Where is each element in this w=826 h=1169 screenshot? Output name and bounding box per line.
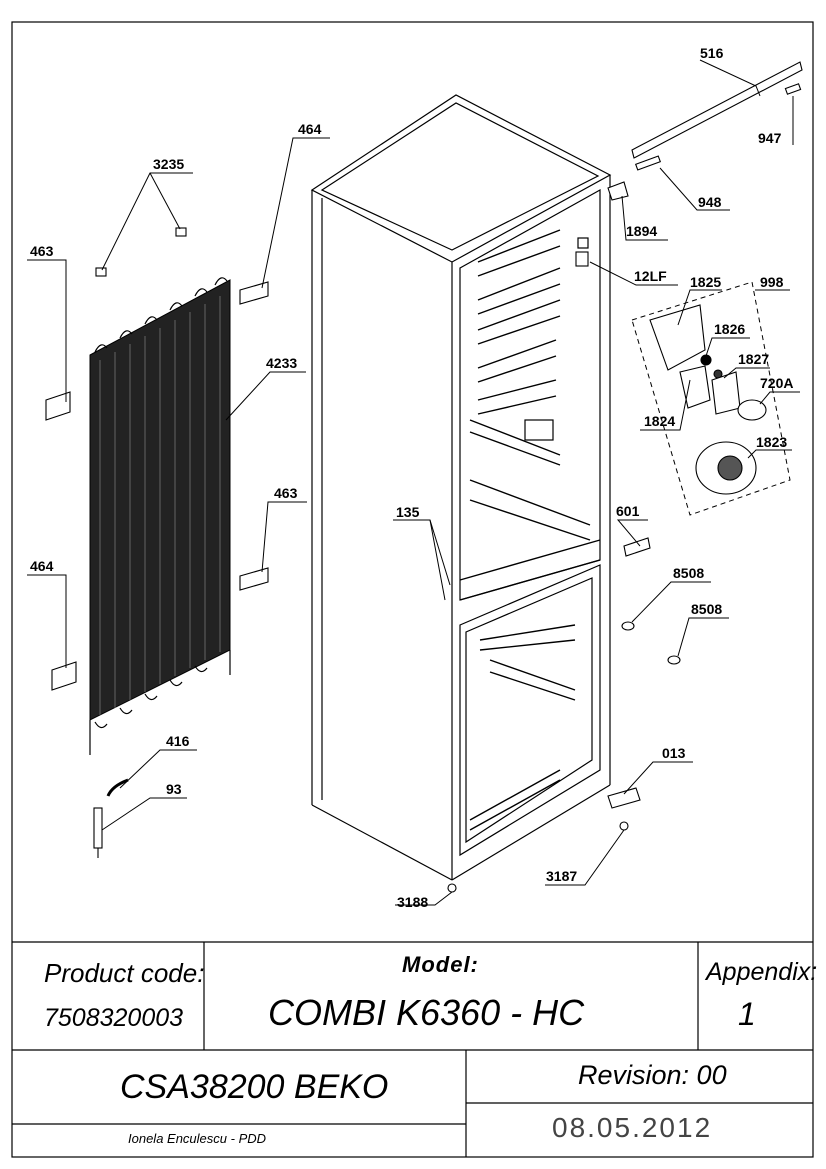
part-label-516: 516 bbox=[700, 45, 724, 61]
part-label-720a: 720A bbox=[760, 375, 793, 391]
author: Ionela Enculescu - PDD bbox=[128, 1131, 267, 1146]
part-label-013: 013 bbox=[662, 745, 686, 761]
fan-assembly-dashed-outline bbox=[631, 281, 791, 516]
part-label-3188: 3188 bbox=[397, 894, 428, 910]
appendix-label: Appendix: bbox=[706, 958, 818, 986]
part-label-947: 947 bbox=[758, 130, 782, 146]
part-label-93: 93 bbox=[166, 781, 182, 797]
part-label-1826: 1826 bbox=[714, 321, 745, 337]
title-block-grid bbox=[12, 941, 813, 1157]
model-label: Model: bbox=[402, 952, 479, 977]
part-label-8508-b: 8508 bbox=[691, 601, 722, 617]
part-label-135: 135 bbox=[396, 504, 420, 520]
part-label-12lf: 12LF bbox=[634, 268, 667, 284]
appendix-value: 1 bbox=[738, 996, 756, 1032]
part-labels: 516 947 948 1894 12LF 1825 998 1826 1827… bbox=[30, 45, 793, 910]
fridge-cabinet bbox=[310, 94, 612, 881]
part-label-1823: 1823 bbox=[756, 434, 787, 450]
product-code-value: 7508320003 bbox=[44, 1004, 184, 1032]
part-label-601: 601 bbox=[616, 503, 640, 519]
model-value: COMBI K6360 - HC bbox=[268, 992, 585, 1033]
revision: Revision: 00 bbox=[578, 1060, 727, 1090]
part-label-948: 948 bbox=[698, 194, 722, 210]
part-label-1827: 1827 bbox=[738, 351, 769, 367]
part-code: CSA38200 BEKO bbox=[120, 1068, 389, 1106]
small-parts bbox=[45, 61, 803, 893]
part-label-3187: 3187 bbox=[546, 868, 577, 884]
leader-lines bbox=[27, 59, 800, 906]
part-label-464-b: 464 bbox=[30, 558, 54, 574]
part-label-463: 463 bbox=[30, 243, 54, 259]
part-label-4233: 4233 bbox=[266, 355, 297, 371]
drawing-border bbox=[11, 21, 814, 1158]
part-label-1894: 1894 bbox=[626, 223, 657, 239]
part-label-1825: 1825 bbox=[690, 274, 721, 290]
part-label-3235: 3235 bbox=[153, 156, 184, 172]
part-label-416: 416 bbox=[166, 733, 190, 749]
part-label-464: 464 bbox=[298, 121, 322, 137]
date: 08.05.2012 bbox=[552, 1112, 713, 1143]
part-label-463-b: 463 bbox=[274, 485, 298, 501]
product-code-label: Product code: bbox=[44, 958, 205, 988]
condenser-coil bbox=[89, 277, 231, 755]
part-label-998: 998 bbox=[760, 274, 784, 290]
part-label-1824: 1824 bbox=[644, 413, 675, 429]
part-label-8508: 8508 bbox=[673, 565, 704, 581]
